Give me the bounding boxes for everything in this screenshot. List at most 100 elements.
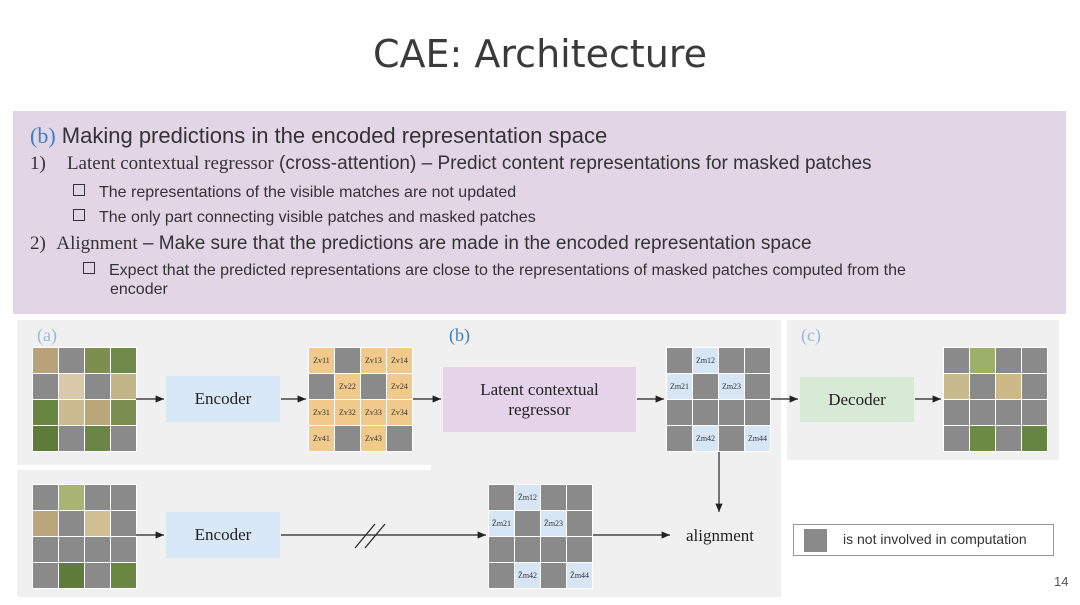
zv-token: Zv14 <box>387 348 412 373</box>
zm-token: Zm23 <box>719 374 744 399</box>
checkbox-icon <box>83 262 95 274</box>
panel-a-label: (a) <box>37 325 57 345</box>
masked-patch <box>85 374 110 399</box>
zm-token: Zm44 <box>745 426 770 451</box>
encoder-top-box: Encoder <box>166 376 280 422</box>
bullet-3-continued: encoder <box>110 281 168 298</box>
zm-bar-token: Z̄m12 <box>515 485 540 510</box>
panel-b-bottom <box>17 470 781 597</box>
image-patch <box>33 426 58 451</box>
masked-patch <box>541 563 566 588</box>
masked-patch <box>996 400 1021 425</box>
masked-patch <box>667 426 692 451</box>
masked-patch <box>489 537 514 562</box>
masked-patch <box>111 426 136 451</box>
item-2: 2) Alignment – Make sure that the predic… <box>30 233 812 255</box>
stop-gradient-mark-2 <box>364 523 386 549</box>
image-patch <box>1022 426 1047 451</box>
checkbox-icon <box>73 184 85 196</box>
masked-patch <box>33 537 58 562</box>
zm-bar-token: Z̄m23 <box>541 511 566 536</box>
masked-patch <box>335 426 360 451</box>
zv-token: Zv31 <box>309 400 334 425</box>
item-1: 1) Latent contextual regressor (cross-at… <box>30 153 872 175</box>
masked-patch <box>111 485 136 510</box>
masked-patch <box>693 374 718 399</box>
masked-patch <box>719 400 744 425</box>
image-patch <box>33 400 58 425</box>
masked-patch <box>111 511 136 536</box>
image-patch <box>33 348 58 373</box>
item-2-description: – Make sure that the predictions are mad… <box>142 233 812 254</box>
zv-token: Zv43 <box>361 426 386 451</box>
checkbox-icon <box>73 209 85 221</box>
image-patch <box>85 426 110 451</box>
bullet-1-text: The representations of the visible match… <box>99 184 517 201</box>
zv-token: Zv24 <box>387 374 412 399</box>
masked-patch <box>515 511 540 536</box>
masked-patch <box>85 485 110 510</box>
legend-grey-swatch <box>804 529 827 552</box>
image-patch <box>85 348 110 373</box>
description-box: (b) Making predictions in the encoded re… <box>13 111 1066 314</box>
item-1-description: (cross-attention) – Predict content repr… <box>279 153 872 174</box>
image-patch <box>970 426 995 451</box>
image-patch <box>111 563 136 588</box>
masked-patch <box>745 348 770 373</box>
bullet-1: The representations of the visible match… <box>73 184 516 202</box>
masked-patch <box>85 537 110 562</box>
zm-bar-token: Z̄m42 <box>515 563 540 588</box>
masked-patch <box>970 400 995 425</box>
image-patch <box>85 400 110 425</box>
masked-patch <box>387 426 412 451</box>
zm-token: Zm21 <box>667 374 692 399</box>
masked-patch <box>567 537 592 562</box>
masked-patch <box>745 374 770 399</box>
page-number: 14 <box>1054 574 1069 589</box>
masked-patch <box>944 348 969 373</box>
heading-text: Making predictions in the encoded repres… <box>61 123 608 148</box>
image-patch <box>59 563 84 588</box>
image-patch <box>59 485 84 510</box>
image-patch <box>111 400 136 425</box>
masked-patch <box>309 374 334 399</box>
image-patch <box>59 400 84 425</box>
stop-gradient-mark-1 <box>354 523 376 549</box>
image-patch <box>85 511 110 536</box>
masked-target-grid: Z̄m12 Z̄m21 Z̄m23 Z̄m42 Z̄m44 <box>488 484 593 589</box>
masked-patch <box>667 400 692 425</box>
masked-patch <box>667 348 692 373</box>
masked-prediction-grid: Zm12 Zm21 Zm23 Zm42 Zm44 <box>666 347 771 452</box>
zm-bar-token: Z̄m44 <box>567 563 592 588</box>
bullet-2-text: The only part connecting visible patches… <box>99 209 536 226</box>
image-patch <box>970 348 995 373</box>
masked-patch <box>996 348 1021 373</box>
masked-patch <box>515 537 540 562</box>
item-2-term: Alignment <box>56 233 138 254</box>
item-1-term: Latent contextual regressor <box>66 153 274 174</box>
zv-token: Zv34 <box>387 400 412 425</box>
masked-patch <box>541 485 566 510</box>
heading-line: (b) Making predictions in the encoded re… <box>30 123 607 149</box>
zv-token: Zv22 <box>335 374 360 399</box>
masked-patch <box>59 426 84 451</box>
encoder-bottom-box: Encoder <box>166 512 280 558</box>
panel-b-label: (b) <box>449 325 470 345</box>
masked-patch <box>1022 400 1047 425</box>
zv-token: Zv11 <box>309 348 334 373</box>
masked-patch <box>85 563 110 588</box>
masked-patch <box>567 485 592 510</box>
zv-token: Zv33 <box>361 400 386 425</box>
masked-patch <box>59 511 84 536</box>
masked-patch <box>361 374 386 399</box>
masked-patch <box>745 400 770 425</box>
masked-patch <box>33 563 58 588</box>
masked-patch <box>567 511 592 536</box>
image-patch <box>996 374 1021 399</box>
masked-patch <box>489 563 514 588</box>
masked-patch <box>33 374 58 399</box>
zm-token: Zm12 <box>693 348 718 373</box>
heading-prefix: (b) <box>30 123 56 148</box>
masked-patch <box>541 537 566 562</box>
